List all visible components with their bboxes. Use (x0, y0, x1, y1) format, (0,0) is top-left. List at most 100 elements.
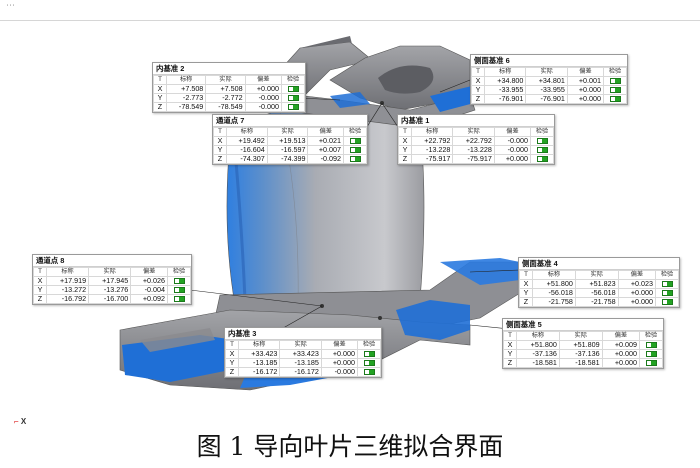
check-cell (530, 145, 554, 155)
table-row: Z-16.172-16.172-0.000 (225, 367, 381, 377)
check-cell (530, 154, 554, 164)
value-cell: -16.597 (266, 145, 309, 155)
table-row: X+7.508+7.508+0.000 (153, 84, 305, 94)
axis-cell: Y (153, 93, 167, 103)
value-cell: +0.009 (601, 340, 641, 350)
value-cell: +0.000 (244, 84, 283, 94)
column-header: 标称 (483, 67, 527, 77)
value-cell: -13.272 (45, 285, 90, 295)
pass-flag-icon (349, 147, 361, 154)
value-cell: -16.604 (226, 145, 268, 155)
pass-flag-icon (645, 342, 657, 349)
value-cell: -33.955 (525, 85, 568, 95)
check-cell (357, 367, 381, 377)
check-cell (167, 276, 191, 286)
axis-cell: Z (471, 94, 485, 104)
column-header: T (503, 331, 517, 341)
table-row: Y-2.773-2.772-0.000 (153, 93, 305, 103)
table-row: Z-78.549-78.549-0.000 (153, 102, 305, 112)
value-cell: +0.023 (617, 279, 657, 289)
table-row: Y-37.136-37.136+0.000 (503, 349, 663, 359)
table-row: Z-75.917-75.917+0.000 (398, 154, 554, 164)
value-cell: -13.276 (88, 285, 132, 295)
header-t: T (153, 75, 167, 85)
value-cell: -0.000 (493, 145, 532, 155)
value-cell: -37.136 (558, 349, 603, 359)
value-cell: +51.800 (516, 340, 560, 350)
value-cell: +0.000 (493, 154, 532, 164)
table-row: X+22.792+22.792-0.000 (398, 136, 554, 146)
value-cell: -16.172 (237, 367, 281, 377)
axis-cell: X (225, 349, 239, 359)
check-cell (639, 349, 663, 359)
value-cell: +7.508 (205, 84, 246, 94)
value-cell: +33.423 (237, 349, 281, 359)
column-header: T (398, 127, 412, 137)
column-header: 偏差 (601, 331, 641, 341)
table-row: Z-76.901-76.901+0.000 (471, 94, 627, 104)
value-cell: -75.917 (452, 154, 495, 164)
value-cell: +0.000 (320, 358, 359, 368)
value-cell: -0.000 (244, 102, 283, 112)
check-cell (655, 297, 679, 307)
value-cell: -2.773 (165, 93, 207, 103)
column-header: 偏差 (307, 127, 344, 137)
column-header: 标称 (532, 270, 576, 280)
value-cell: -13.228 (410, 145, 454, 155)
value-cell: +17.919 (45, 276, 90, 286)
axis-cell: Y (471, 85, 485, 95)
panel-title: 通道点 8 (33, 255, 191, 267)
view-menu-icon[interactable]: ⋯ (6, 0, 15, 10)
table-row: X+51.800+51.809+0.009 (503, 340, 663, 350)
column-header: 偏差 (320, 340, 359, 350)
table-row: X+51.800+51.823+0.023 (519, 279, 679, 289)
column-header: 标称 (45, 267, 90, 277)
column-header: 检验 (603, 67, 627, 77)
pass-flag-icon (661, 281, 673, 288)
value-cell: +17.945 (88, 276, 132, 286)
column-header: 实际 (525, 67, 568, 77)
panel-title: 侧面基准 5 (503, 319, 663, 331)
header-deviation: 偏差 (244, 75, 283, 85)
value-cell: -13.185 (237, 358, 281, 368)
panel-title: 内基准 3 (225, 328, 381, 340)
column-header: 实际 (266, 127, 309, 137)
value-cell: -18.581 (558, 358, 603, 368)
pass-flag-icon (287, 86, 299, 93)
column-header: 实际 (452, 127, 495, 137)
value-cell: -75.917 (410, 154, 454, 164)
column-header: 检验 (167, 267, 191, 277)
value-cell: -0.000 (493, 136, 532, 146)
axis-cell: Y (213, 145, 227, 155)
check-cell (343, 145, 367, 155)
value-cell: +0.000 (617, 288, 657, 298)
pass-flag-icon (173, 287, 185, 294)
axis-cell: Y (225, 358, 239, 368)
value-cell: -76.901 (525, 94, 568, 104)
panel-title: 内基准 1 (398, 115, 554, 127)
check-cell (655, 288, 679, 298)
column-header: 标称 (237, 340, 281, 350)
table-row: Y-33.955-33.955+0.000 (471, 85, 627, 95)
check-cell (603, 76, 627, 86)
axis-cell: X (153, 84, 167, 94)
column-header: 标称 (410, 127, 454, 137)
value-cell: -78.549 (165, 102, 207, 112)
value-cell: +34.800 (483, 76, 527, 86)
table-row: X+17.919+17.945+0.026 (33, 276, 191, 286)
axis-cell: X (33, 276, 47, 286)
table-row: Z-18.581-18.581+0.000 (503, 358, 663, 368)
value-cell: +7.508 (165, 84, 207, 94)
